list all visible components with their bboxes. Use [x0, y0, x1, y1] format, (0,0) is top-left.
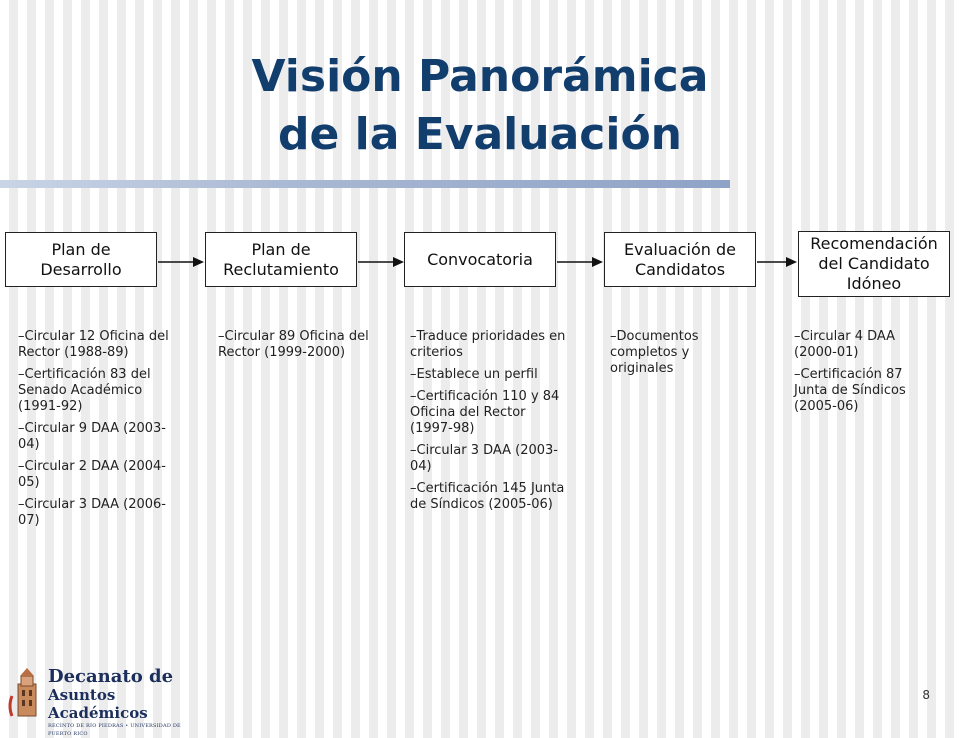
note-item: –Circular 4 DAA (2000-01): [794, 329, 896, 360]
note-item: –Circular 9 DAA (2003-04): [18, 421, 167, 452]
step-recomendacion-del-candidato: Recomendación del Candidato Idóneo: [798, 231, 950, 297]
note-item: –Documentos completos y originales: [610, 329, 699, 376]
step-label: Plan de Reclutamiento: [223, 239, 339, 279]
page-number: 8: [922, 688, 930, 702]
title-divider: [0, 180, 730, 188]
step-convocatoria: Convocatoria: [404, 232, 556, 287]
note-item: –Circular 12 Oficina del Rector (1988-89…: [18, 329, 169, 360]
note-item: –Establece un perfil: [410, 367, 538, 382]
note-item: –Circular 2 DAA (2004-05): [18, 459, 167, 490]
notes-evaluacion-de-candidatos: –Documentos completos y originales: [610, 329, 732, 383]
step-label: Plan de Desarrollo: [40, 239, 122, 279]
logo-line-3: RECINTO DE RÍO PIEDRAS • UNIVERSIDAD DE …: [48, 723, 181, 737]
step-plan-de-desarrollo: Plan de Desarrollo: [5, 232, 157, 287]
title-line-2: de la Evaluación: [278, 109, 682, 160]
logo-line-2: Asuntos Académicos: [48, 686, 148, 722]
logo-line-1: Decanato de: [48, 666, 174, 687]
note-item: –Certificación 87 Junta de Síndicos (200…: [794, 367, 906, 414]
notes-plan-de-reclutamiento: –Circular 89 Oficina del Rector (1999-20…: [218, 329, 370, 367]
title-line-1: Visión Panorámica: [251, 51, 709, 102]
step-plan-de-reclutamiento: Plan de Reclutamiento: [205, 232, 357, 287]
arrow-right-icon: [358, 257, 404, 267]
arrow-right-icon: [557, 257, 603, 267]
note-item: –Circular 89 Oficina del Rector (1999-20…: [218, 329, 369, 360]
arrow-right-icon: [158, 257, 204, 267]
note-item: –Certificación 110 y 84 Oficina del Rect…: [410, 389, 560, 436]
notes-convocatoria: –Traduce prioridades en criterios –Estab…: [410, 329, 570, 519]
note-item: –Certificación 145 Junta de Síndicos (20…: [410, 481, 565, 512]
note-item: –Circular 3 DAA (2003-04): [410, 443, 559, 474]
notes-plan-de-desarrollo: –Circular 12 Oficina del Rector (1988-89…: [18, 329, 178, 535]
step-label: Evaluación de Candidatos: [623, 239, 737, 279]
note-item: –Traduce prioridades en criterios: [410, 329, 566, 360]
step-label: Convocatoria: [427, 249, 533, 269]
step-evaluacion-de-candidatos: Evaluación de Candidatos: [604, 232, 756, 287]
note-item: –Certificación 83 del Senado Académico (…: [18, 367, 151, 414]
step-label: Recomendación del Candidato Idóneo: [810, 234, 938, 293]
slide-title: Visión Panorámica de la Evaluación: [130, 48, 830, 164]
notes-recomendacion-del-candidato: –Circular 4 DAA (2000-01) –Certificación…: [794, 329, 934, 421]
arrow-right-icon: [757, 257, 797, 267]
note-item: –Circular 3 DAA (2006-07): [18, 497, 167, 528]
building-tower-icon: [8, 668, 37, 717]
decanato-logo: Decanato de Asuntos Académicos RECINTO D…: [8, 666, 188, 737]
